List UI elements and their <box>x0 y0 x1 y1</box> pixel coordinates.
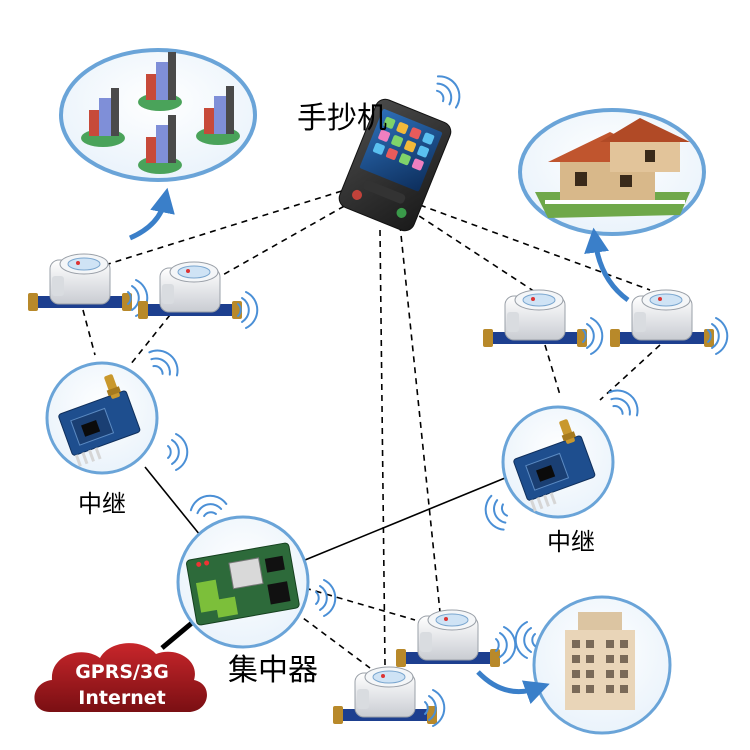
handheld-reader-device <box>338 98 452 232</box>
upload-arrow-bottom <box>476 670 550 705</box>
upload-arrow-left <box>128 187 175 241</box>
wireless-links <box>82 189 661 669</box>
water-meter-5 <box>395 609 517 668</box>
relay-right-node <box>479 382 646 535</box>
concentrator-node <box>176 491 337 649</box>
city-circle <box>59 48 257 182</box>
network-label-internet: Internet <box>78 687 166 709</box>
internet-cloud <box>34 643 207 712</box>
relay-right-label: 中继 <box>547 528 595 556</box>
handheld-reader-label: 手抄机 <box>297 101 387 136</box>
water-meter-2 <box>137 261 259 329</box>
network-label-gprs: GPRS/3G <box>75 661 169 683</box>
concentrator-label: 集中器 <box>228 653 318 688</box>
relay-left-label: 中继 <box>78 490 126 518</box>
wired-links <box>144 466 506 561</box>
water-meter-6 <box>332 666 446 727</box>
apartment-circle <box>514 595 672 735</box>
upload-arrow-right <box>584 227 630 303</box>
villa-circle <box>518 108 706 236</box>
water-meter-1 <box>27 253 149 317</box>
water-meter-3 <box>482 289 604 355</box>
relay-left-node <box>45 342 189 475</box>
